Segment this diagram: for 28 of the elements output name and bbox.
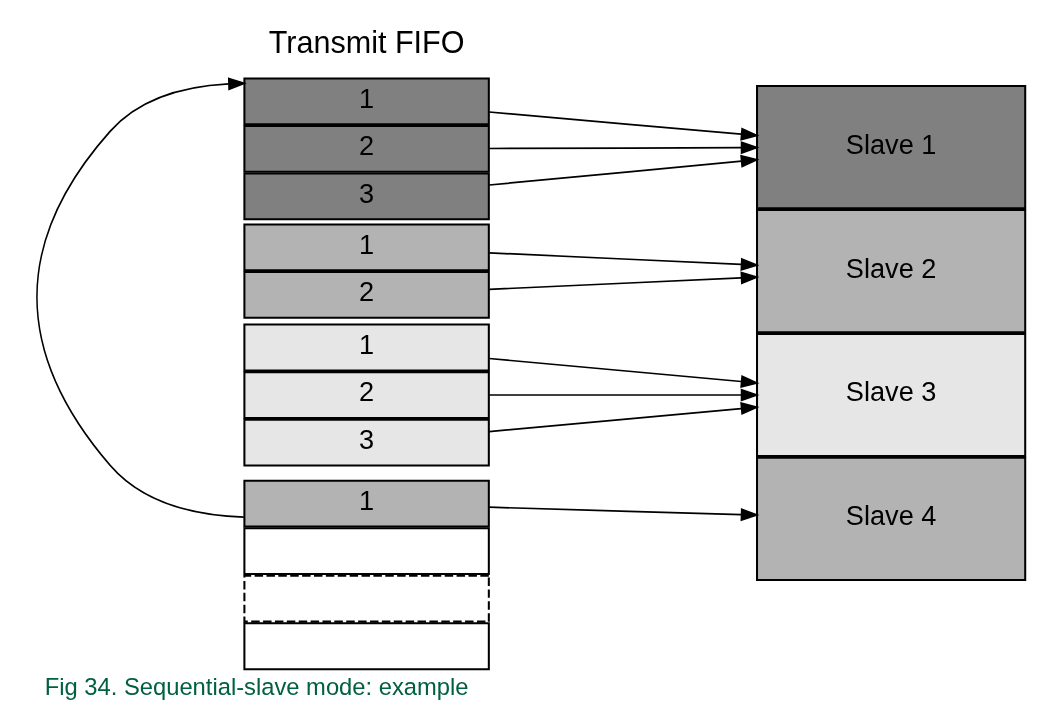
arrow: [488, 357, 760, 388]
node-box: Slave 2: [756, 209, 1027, 334]
arrow: [36, 77, 247, 518]
caption: Fig 34. Sequential-slave mode: example: [44, 672, 469, 700]
node-box: Slave 4: [756, 456, 1027, 582]
node-box: Slave 1: [756, 85, 1027, 210]
label: Transmit FIFO: [268, 24, 465, 59]
node-box: 3: [243, 418, 490, 467]
arrow: [488, 402, 760, 433]
node-box: [243, 527, 490, 576]
node-box: 3: [243, 172, 490, 221]
node-box: [243, 622, 490, 671]
node-box: 2: [243, 124, 490, 173]
arrow: [488, 141, 760, 155]
arrow: [488, 388, 760, 402]
arrow: [488, 271, 760, 291]
arrow: [488, 111, 760, 141]
arrow: [488, 252, 760, 271]
node-box: [243, 574, 490, 623]
node-box: 1: [243, 479, 490, 528]
arrow: [488, 506, 760, 522]
node-box: 1: [243, 323, 490, 372]
node-box: 1: [243, 223, 490, 272]
node-box: 1: [243, 77, 490, 126]
node-box: Slave 3: [756, 332, 1027, 458]
node-box: 2: [243, 270, 490, 319]
node-box: 2: [243, 371, 490, 419]
arrow: [488, 154, 760, 186]
